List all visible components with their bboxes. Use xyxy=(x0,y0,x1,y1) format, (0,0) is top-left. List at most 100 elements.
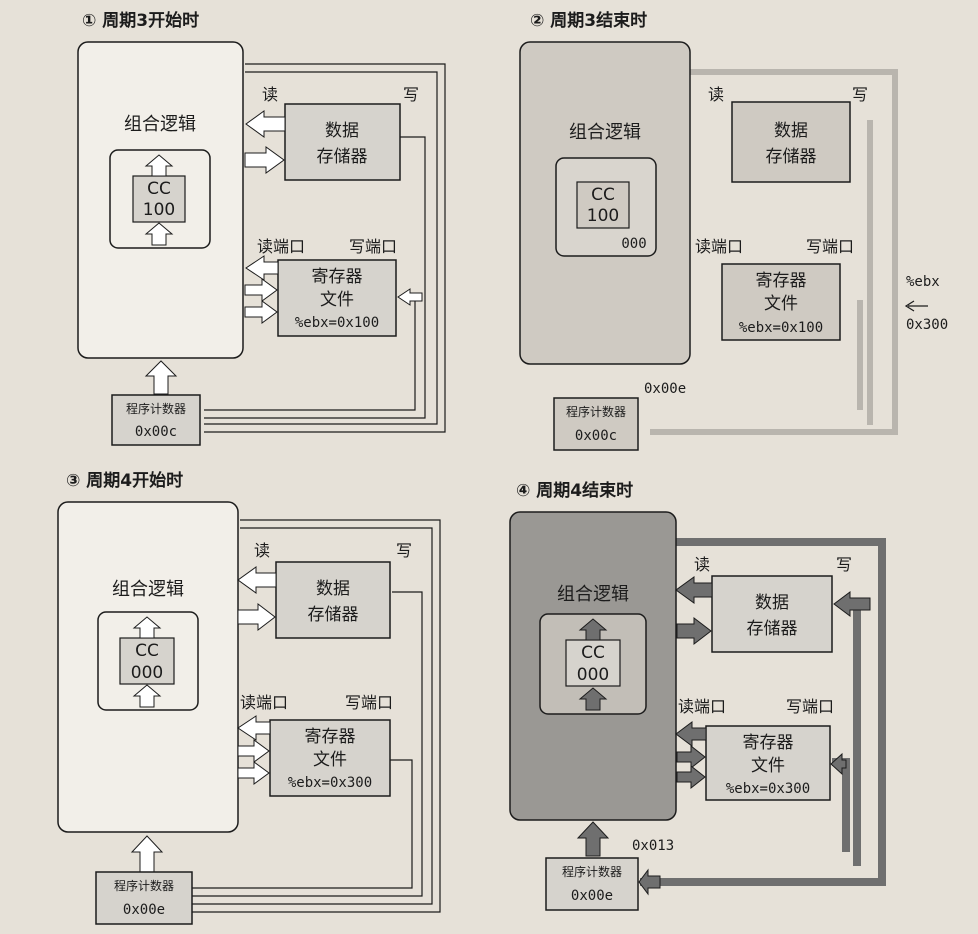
cc-out-arrow-icon xyxy=(132,616,162,639)
cc-value: 100 xyxy=(587,206,619,226)
cc-value: 000 xyxy=(131,663,163,683)
regfile-label-line1: 寄存器 xyxy=(312,267,363,287)
regfile-label-line1: 寄存器 xyxy=(743,733,794,753)
regfile-srcB-arrow-icon xyxy=(676,764,706,790)
ebx-value: %ebx=0x300 xyxy=(726,781,810,797)
program-counter xyxy=(545,857,639,911)
memory-label-line1: 数据 xyxy=(325,121,359,141)
feedback-paths xyxy=(650,69,898,435)
memory-read-label: 读 xyxy=(708,85,724,104)
regfile-srcA-arrow-icon xyxy=(244,278,278,302)
cc-register xyxy=(119,637,175,685)
regfile-label-line2: 文件 xyxy=(320,290,354,310)
cc-in-arrow-icon xyxy=(144,222,174,246)
read-port-label: 读端口 xyxy=(240,693,288,712)
pc-value: 0x00e xyxy=(123,902,165,918)
memory-label-line1: 数据 xyxy=(774,121,808,141)
memory-read-arrow-icon xyxy=(245,110,286,138)
ebx-value: %ebx=0x300 xyxy=(288,775,372,791)
regfile-read-arrow-icon xyxy=(245,255,279,281)
pc-label: 程序计数器 xyxy=(114,878,174,893)
regfile-label-line1: 寄存器 xyxy=(305,727,356,747)
pc-label: 程序计数器 xyxy=(562,864,622,879)
panel-title: ② 周期3结束时 xyxy=(530,10,647,31)
register-file xyxy=(269,719,391,797)
ebx-value: %ebx=0x100 xyxy=(739,320,823,336)
memory-label-line2: 存储器 xyxy=(308,605,359,625)
panel-cycle3-start: ① 周期3开始时 组合逻辑 CC 100 数据 存储器 读 写 读端口 写端口 … xyxy=(77,10,446,446)
regfile-label-line2: 文件 xyxy=(313,750,347,770)
logic-label: 组合逻辑 xyxy=(124,114,196,135)
write-port-label: 写端口 xyxy=(349,237,397,256)
pc-value: 0x00c xyxy=(135,424,177,440)
panel-title: ③ 周期4开始时 xyxy=(66,470,183,491)
pc-label: 程序计数器 xyxy=(126,401,186,416)
ebx-pending-label: %ebx xyxy=(906,274,940,290)
cc-out-arrow-icon xyxy=(144,154,174,177)
memory-label-line1: 数据 xyxy=(755,593,789,613)
cc-register xyxy=(576,181,630,229)
regfile-srcA-arrow-icon xyxy=(676,744,706,770)
data-memory xyxy=(275,561,391,639)
regfile-read-arrow-icon xyxy=(675,721,707,747)
regfile-srcA-arrow-icon xyxy=(237,739,270,763)
program-counter xyxy=(111,394,201,446)
memory-read-label: 读 xyxy=(262,85,278,104)
memory-addr-arrow-icon xyxy=(237,602,276,632)
memory-label-line2: 存储器 xyxy=(766,147,817,167)
feedback-wires xyxy=(192,519,441,913)
write-port-label: 写端口 xyxy=(806,237,854,256)
cc-value: 100 xyxy=(143,200,175,220)
regfile-label-line2: 文件 xyxy=(751,756,785,776)
memory-write-arrow-icon xyxy=(833,591,871,617)
logic-label: 组合逻辑 xyxy=(557,584,629,605)
regfile-write-arrow-icon xyxy=(830,752,847,776)
pc-out-arrow-icon xyxy=(576,821,610,857)
regfile-srcB-arrow-icon xyxy=(237,761,270,785)
ebx-value: %ebx=0x100 xyxy=(295,315,379,331)
cc-value: 000 xyxy=(577,665,609,685)
memory-read-arrow-icon xyxy=(237,566,277,594)
memory-write-label: 写 xyxy=(403,85,419,104)
cc-in-arrow-icon xyxy=(132,684,162,708)
write-port-label: 写端口 xyxy=(786,697,834,716)
data-memory xyxy=(284,103,401,181)
ebx-pending-arrow-icon xyxy=(904,300,928,312)
memory-write-label: 写 xyxy=(852,85,868,104)
register-file xyxy=(705,725,831,801)
cc-pending-value: 000 xyxy=(621,236,646,252)
ebx-pending-value: 0x300 xyxy=(906,317,948,333)
panel-cycle4-end: ④ 周期4结束时 组合逻辑 CC 000 数据 存储器 读 写 读端口 写端口 … xyxy=(509,480,886,911)
register-file xyxy=(721,263,841,341)
pc-in-arrow-icon xyxy=(638,868,661,896)
cc-out-arrow-icon xyxy=(578,618,608,641)
regfile-read-arrow-icon xyxy=(237,715,271,741)
pc-out-arrow-icon xyxy=(130,835,164,873)
pc-out-arrow-icon xyxy=(144,360,178,395)
memory-write-label: 写 xyxy=(396,541,412,560)
panel-title: ④ 周期4结束时 xyxy=(516,480,633,501)
regfile-label-line1: 寄存器 xyxy=(756,271,807,291)
write-port-label: 写端口 xyxy=(345,693,393,712)
pc-next-value: 0x00e xyxy=(644,381,686,397)
cc-title: CC xyxy=(581,643,605,663)
memory-read-label: 读 xyxy=(694,555,710,574)
logic-label: 组合逻辑 xyxy=(569,122,641,143)
cc-register xyxy=(565,639,621,687)
memory-read-arrow-icon xyxy=(675,576,713,604)
panel-title: ① 周期3开始时 xyxy=(82,10,199,31)
cc-title: CC xyxy=(147,179,171,199)
panel-cycle3-end: ② 周期3结束时 组合逻辑 CC 100 000 数据 存储器 读 写 读端口 … xyxy=(519,10,948,451)
read-port-label: 读端口 xyxy=(678,697,726,716)
memory-label-line2: 存储器 xyxy=(747,619,798,639)
cc-title: CC xyxy=(591,185,615,205)
regfile-label-line2: 文件 xyxy=(764,294,798,314)
memory-write-label: 写 xyxy=(836,555,852,574)
data-memory xyxy=(731,101,851,183)
program-counter xyxy=(95,871,193,925)
pc-next-value: 0x013 xyxy=(632,838,674,854)
register-file xyxy=(277,259,397,337)
pc-value: 0x00c xyxy=(575,428,617,444)
pc-value: 0x00e xyxy=(571,888,613,904)
